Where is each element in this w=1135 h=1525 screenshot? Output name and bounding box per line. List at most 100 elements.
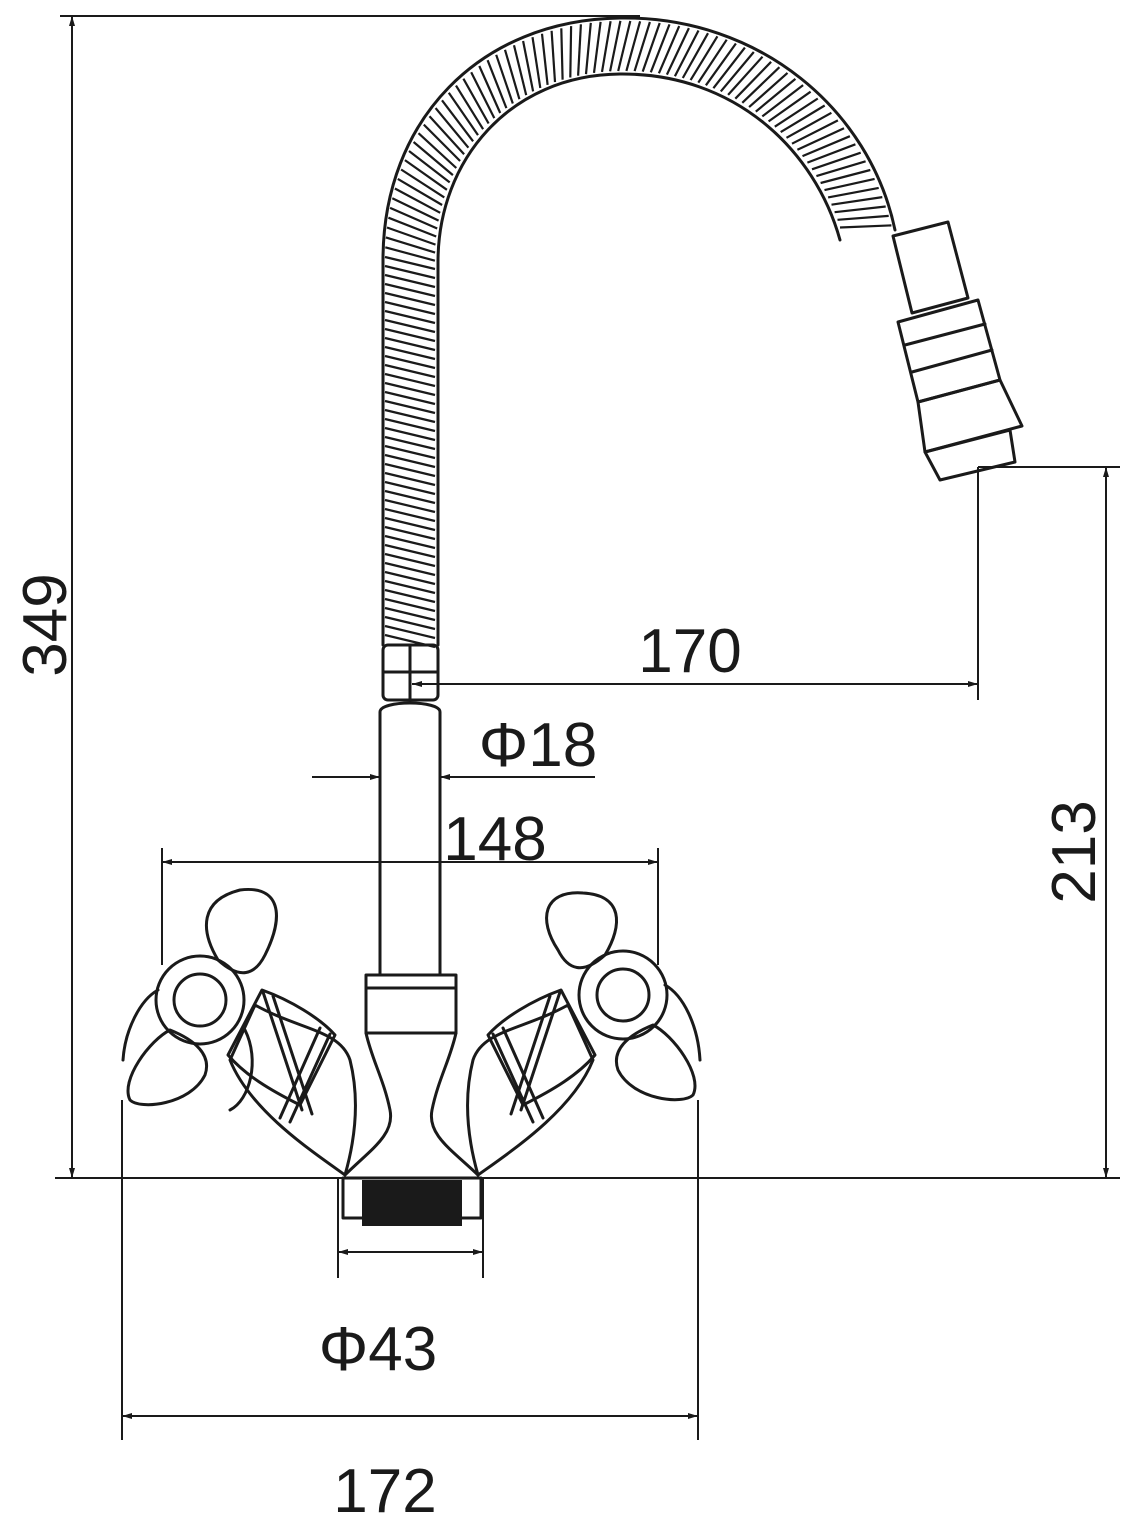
label-spout-height: 213 (1040, 800, 1109, 903)
hose-hatch-line (384, 498, 436, 514)
hose-hatch-line (796, 127, 845, 151)
hose-hatch-line (633, 21, 651, 72)
vertical-tube (378, 701, 442, 977)
hose-hatch-line (384, 525, 436, 541)
hose-hatch-line (681, 32, 709, 79)
hose-hatch-line (741, 66, 781, 104)
hose-hatch-line (384, 336, 436, 352)
hose-hatch-line (384, 282, 436, 298)
hose-hatch-line (394, 187, 441, 214)
hose-hatch-line (540, 33, 549, 86)
hose-connector-nut (381, 643, 440, 702)
hose-hatch-line (387, 216, 437, 238)
hose-hatch-line (384, 597, 436, 613)
hose-hatch-line (600, 21, 612, 73)
faucet-body (121, 16, 1024, 1226)
hose-hatch-line (447, 92, 479, 136)
hose-hatch-line (384, 399, 436, 415)
central-column (343, 973, 480, 1177)
hose-hatch-line (384, 345, 436, 361)
label-spout-reach: 170 (638, 617, 741, 686)
right-valve-handle (466, 891, 702, 1177)
hose-hatch-line (384, 309, 436, 325)
hose-hatch-line (384, 543, 436, 559)
hose-hatch-line (727, 55, 764, 96)
hose-hatch-line (478, 65, 502, 114)
hose-hatch-line (384, 264, 436, 280)
hose-hatch-line (408, 150, 451, 184)
hose-hatch-line (389, 206, 438, 230)
left-valve-handle (121, 887, 357, 1177)
hose-hatch-line (441, 99, 474, 142)
hose-hatch-line (455, 85, 485, 130)
hose-hatch-line (384, 372, 436, 388)
hose-hatch-line (397, 177, 443, 206)
label-base-diameter: Φ43 (319, 1315, 437, 1384)
hose-hatch-line (609, 20, 622, 72)
hose-hatch-line (384, 588, 436, 604)
hose-hatch-line (384, 516, 436, 532)
hose-hatch-line (384, 408, 436, 424)
hose-hatch-line (384, 363, 436, 379)
label-total-height: 349 (11, 573, 80, 676)
hose-hatch-line (404, 159, 448, 191)
hose-hatch-line (384, 480, 436, 496)
label-overall-width: 172 (333, 1457, 436, 1525)
hose-hatch-line (807, 143, 856, 164)
hose-hatch-line (384, 426, 436, 442)
dimension-labels: 349 170 Φ18 148 213 Φ43 172 (11, 573, 1109, 1525)
hose-hatch-line (384, 354, 436, 370)
hose-hatch-line (384, 435, 436, 451)
hose-hatch-line (811, 151, 862, 171)
hose-hatch-line (816, 160, 866, 178)
hose-hatch-line (384, 318, 436, 334)
hose-hatch-line (400, 168, 445, 199)
hose-hatch-line (625, 21, 642, 72)
hose-hatch-line (512, 44, 528, 96)
hose-hatch-line (831, 196, 883, 206)
hose-hatch-line (673, 29, 700, 77)
hose-hatch-line (755, 78, 797, 113)
hose-corrugation-hatching (384, 20, 892, 649)
hose-hatch-line (384, 417, 436, 433)
hose-hatch-line (384, 552, 436, 568)
hose-hatch-line (834, 205, 886, 214)
hose-hatch-line (384, 327, 436, 343)
hose-hatch-line (384, 471, 436, 487)
hose-hatch-line (384, 534, 436, 550)
flexible-spout-hose (381, 16, 897, 649)
hose-hatch-line (734, 61, 772, 100)
hose-hatch-line (837, 214, 889, 221)
hose-hatch-line (384, 273, 436, 289)
hose-hatch-line (802, 135, 851, 158)
hose-hatch-line (697, 39, 728, 84)
hose-hatch-line (503, 49, 521, 100)
hose-hatch-line (780, 104, 826, 134)
hose-hatch-line (785, 111, 832, 139)
hose-hatch-line (384, 255, 436, 271)
hose-hatch-line (385, 236, 436, 254)
hose-hatch-line (839, 224, 892, 229)
hose-hatch-line (391, 197, 440, 222)
spout-aerator (891, 220, 1024, 482)
hose-hatch-line (617, 20, 632, 72)
hose-hatch-line (384, 453, 436, 469)
hose-hatch-line (384, 570, 436, 586)
dimension-lines (55, 15, 1120, 1440)
hose-hatch-line (384, 291, 436, 307)
hose-hatch-line (384, 390, 436, 406)
hose-hatch-line (384, 489, 436, 505)
hose-hatch-line (569, 26, 573, 78)
hose-hatch-line (462, 78, 490, 125)
label-handle-span: 148 (443, 805, 546, 874)
hose-hatch-line (827, 186, 879, 199)
hose-hatch-line (824, 177, 875, 192)
hose-hatch-line (384, 381, 436, 397)
hose-hatch-line (417, 132, 458, 169)
hose-hatch-line (434, 107, 470, 149)
hose-hatch-line (385, 246, 436, 262)
hose-hatch-line (384, 462, 436, 478)
hose-hatch-line (384, 444, 436, 460)
hose-hatch-line (657, 25, 681, 74)
